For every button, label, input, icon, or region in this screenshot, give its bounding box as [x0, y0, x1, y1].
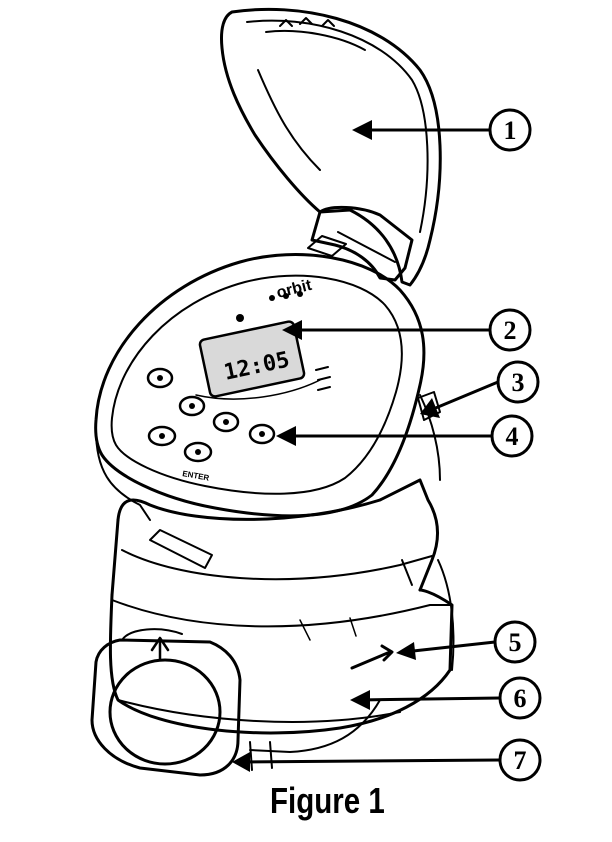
timer-collar	[110, 391, 441, 597]
timer-head	[94, 253, 426, 521]
callout-number-7: 7	[514, 746, 527, 775]
callout-number-3: 3	[512, 368, 525, 397]
keypad-buttons	[146, 367, 276, 463]
lcd-display	[198, 320, 306, 398]
callout-circles	[488, 108, 542, 782]
callout-number-2: 2	[504, 316, 517, 345]
figure-caption: Figure 1	[270, 780, 385, 821]
brand-logo: orbit	[275, 277, 314, 302]
hex-inlet-fitting	[90, 628, 273, 777]
callout-number-4: 4	[506, 422, 519, 451]
valve-body	[108, 559, 455, 753]
lid-cover	[220, 7, 442, 287]
callout-number-5: 5	[509, 628, 522, 657]
callout-number-1: 1	[504, 116, 517, 145]
leader-lines	[236, 128, 502, 764]
callout-number-6: 6	[514, 684, 527, 713]
